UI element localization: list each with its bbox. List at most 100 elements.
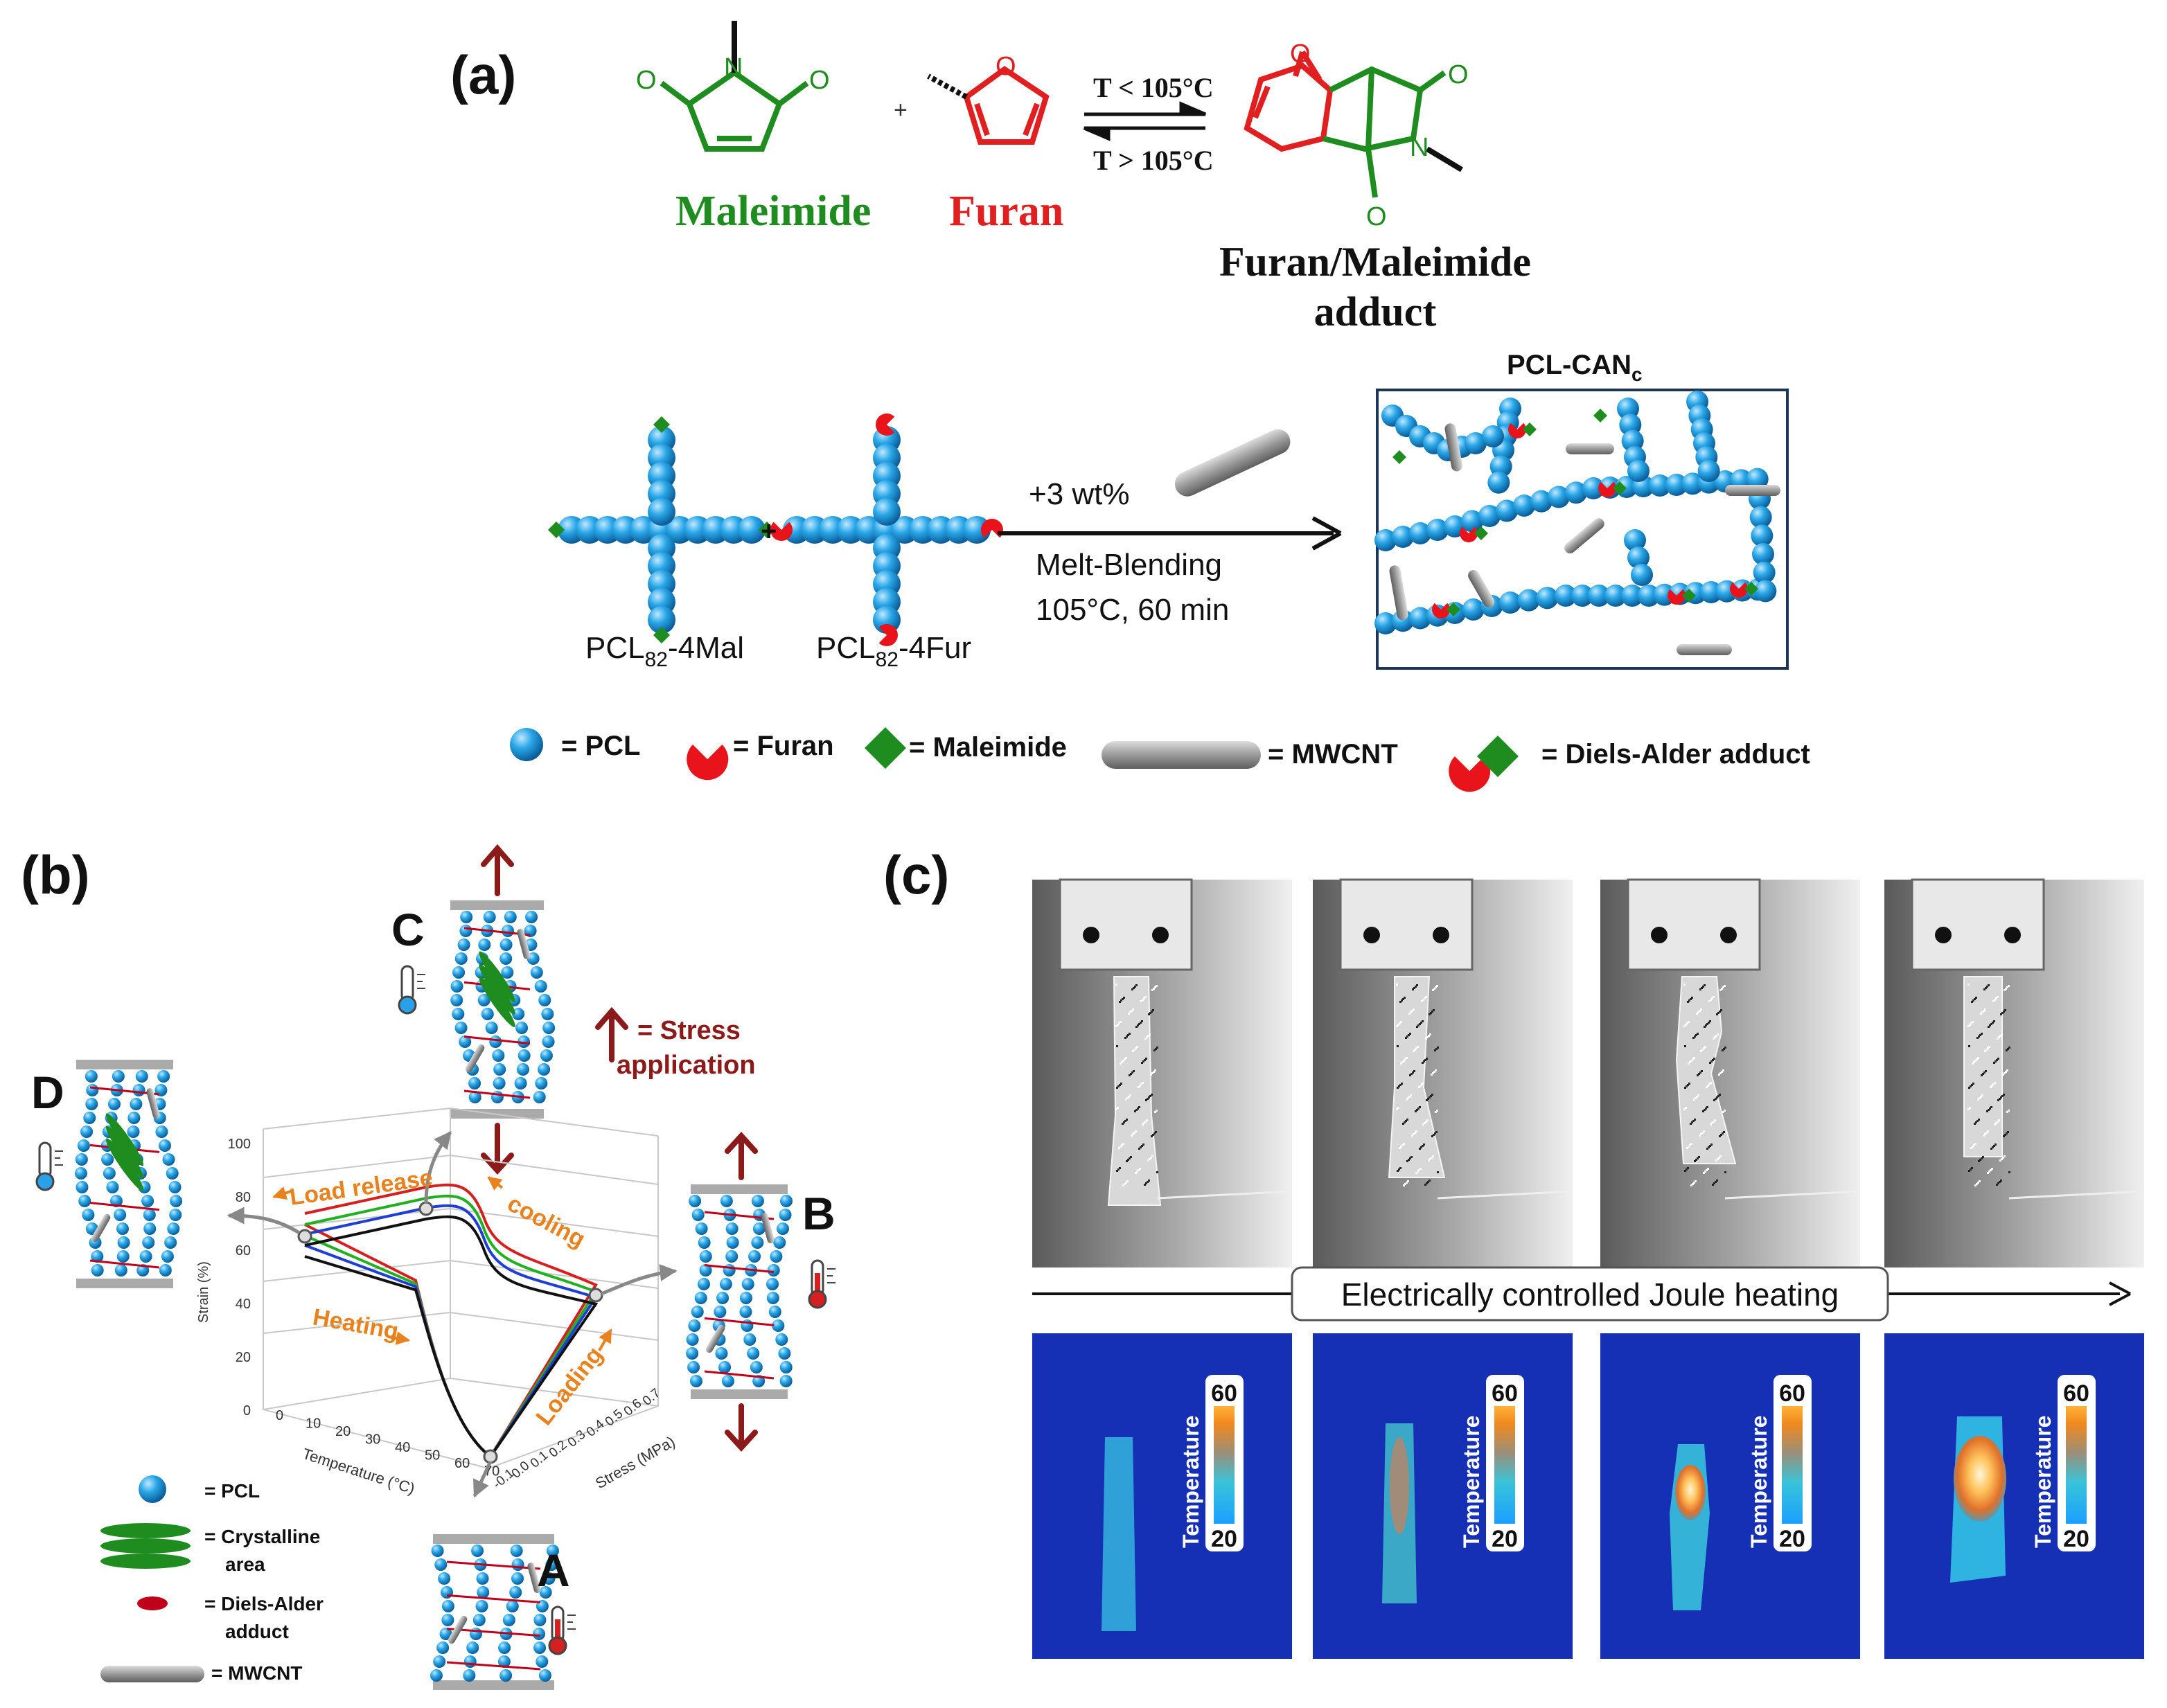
- speckle-dot: [1427, 1181, 1429, 1183]
- panel-a: (a) N O O Maleimide + O Furan: [450, 21, 1810, 792]
- speckle-dot: [1992, 1083, 1994, 1085]
- pcl-bead: [687, 1361, 700, 1373]
- pcl-bead: [738, 516, 766, 544]
- speckle-dot: [1981, 1011, 1983, 1013]
- pcl-bead: [1513, 495, 1535, 517]
- speckle-dot: [1724, 1110, 1726, 1112]
- speckle-dot: [1717, 1095, 1719, 1097]
- pcl-bead: [538, 1669, 551, 1682]
- speckle-dot: [1697, 1157, 1699, 1159]
- speckle-dot: [1119, 1167, 1121, 1169]
- pcl-bead: [106, 1181, 119, 1193]
- speckle-dot: [1426, 1058, 1428, 1060]
- speckle-dot: [1126, 1119, 1128, 1121]
- pcl-bead: [463, 1669, 476, 1682]
- speckle-dot: [1971, 1084, 1973, 1086]
- wire: [1156, 1190, 1293, 1200]
- speckle-dot: [1691, 997, 1693, 999]
- speckle-dot: [1709, 1062, 1711, 1064]
- pcl-bead: [450, 994, 463, 1006]
- colorbar-label: Temperature: [1746, 1416, 1771, 1548]
- pcl-bead: [719, 1278, 732, 1290]
- diels-alder-link: [463, 1035, 531, 1045]
- speckle-dot: [1429, 1180, 1431, 1182]
- speckle-dot: [1139, 1168, 1141, 1170]
- colorbar-gradient: [1782, 1406, 1803, 1524]
- pcl-bead: [546, 1545, 559, 1557]
- pcl-bead: [493, 1077, 506, 1089]
- network-title: PCL-CANc: [1507, 350, 1643, 385]
- speckle-dot: [1976, 1120, 1979, 1122]
- speckle-dot: [1992, 1022, 1994, 1024]
- speckle-dot: [1431, 1157, 1433, 1159]
- colorbar-label: Temperature: [2031, 1416, 2055, 1548]
- speckle-dot: [1134, 1110, 1136, 1112]
- speckle-dot: [1120, 1146, 1122, 1148]
- speckle-dot: [1148, 1180, 1150, 1182]
- speckle-dot: [1420, 1146, 1422, 1148]
- pcl-bead: [1409, 522, 1431, 544]
- speckle-dot: [1713, 1121, 1715, 1123]
- pcl-bead: [725, 1250, 738, 1263]
- speckle-dot: [1117, 1024, 1119, 1026]
- speckle-dot: [1720, 1009, 1722, 1011]
- legend-da-furan-icon: [1449, 756, 1491, 792]
- speckle-dot: [1122, 1123, 1124, 1125]
- speckle-dot: [1722, 1069, 1724, 1071]
- speckle-dot: [1985, 1132, 1988, 1134]
- speckle-dot: [1142, 1123, 1144, 1126]
- temperature-tick-label: 30: [365, 1432, 380, 1448]
- diels-alder-link: [89, 1202, 160, 1211]
- speckle-dot: [1411, 1135, 1413, 1137]
- speckle-dot: [1133, 1049, 1135, 1051]
- mwcnt-tube: [1564, 518, 1604, 553]
- speckle-dot: [1997, 1182, 1999, 1184]
- pcl-bead: [778, 1347, 791, 1360]
- speckle-dot: [1974, 1060, 1976, 1062]
- speckle-dot: [1996, 1059, 1998, 1061]
- speckle-dot: [1970, 1168, 1972, 1171]
- speckle-dot: [1422, 1123, 1424, 1126]
- pcl-bead: [512, 1008, 525, 1020]
- speckle-dot: [1997, 1058, 1999, 1060]
- speckle-dot: [1974, 1123, 1976, 1125]
- pcl-bead: [533, 1642, 547, 1654]
- speckle-dot: [1699, 1071, 1701, 1074]
- speckle-dot: [1117, 1168, 1120, 1171]
- state-a-label: A: [537, 1545, 570, 1596]
- furan-end-icon: [1730, 582, 1748, 598]
- speckle-dot: [1719, 1155, 1722, 1157]
- speckle-dot: [1152, 1009, 1154, 1011]
- pcl-4fur-main: PCL: [816, 631, 876, 665]
- speckle-dot: [1991, 1085, 1993, 1087]
- pcl-bead: [130, 1098, 143, 1110]
- speckle-dot: [1418, 1169, 1420, 1171]
- speckle-dot: [1433, 1134, 1435, 1136]
- speckle-dot: [1142, 1082, 1144, 1084]
- network-cell-a: [430, 1534, 559, 1690]
- speckle-dot: [1719, 1072, 1722, 1074]
- pcl-bead: [490, 1091, 504, 1103]
- speckle-dot: [2005, 988, 2007, 990]
- thermometer-hot-icon: [808, 1259, 835, 1309]
- speckle-dot: [1419, 1023, 1421, 1025]
- speckle-dot: [1126, 1180, 1129, 1182]
- speckle-dot: [1142, 1060, 1144, 1062]
- speckle-dot: [1431, 1094, 1433, 1096]
- speckle-dot: [1719, 1011, 1721, 1013]
- speckle-dot: [1709, 1145, 1711, 1147]
- strain-tick-label: 40: [236, 1297, 251, 1312]
- speckle-dot: [1132, 1008, 1134, 1011]
- maleimide-end-icon: [1474, 526, 1488, 540]
- cell-clamp-top: [450, 900, 544, 910]
- speckle-dot: [1985, 1070, 1987, 1072]
- pcl-bead: [460, 911, 473, 923]
- adduct-structure: [1244, 50, 1464, 198]
- colorbar-min: 20: [1211, 1526, 1237, 1552]
- adduct-label-line1: Furan/Maleimide: [1219, 239, 1531, 285]
- speckle-dot: [1120, 1083, 1122, 1085]
- pcl-bead: [143, 1209, 156, 1221]
- speckle-dot: [1153, 1049, 1156, 1051]
- speckle-dot: [1403, 1143, 1405, 1145]
- speckle-dot: [2003, 1094, 2005, 1096]
